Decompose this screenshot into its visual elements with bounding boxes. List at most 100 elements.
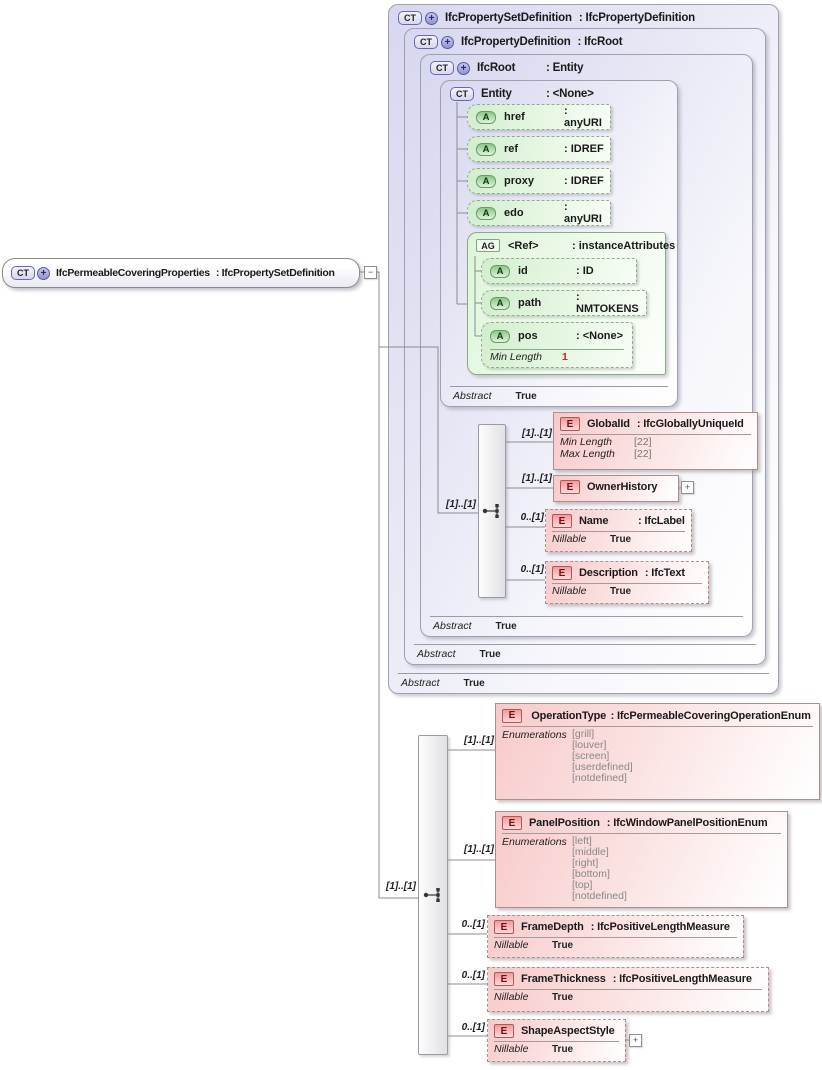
attribute-type: : IDREF xyxy=(564,143,604,155)
enum-value: [louver] xyxy=(572,739,607,751)
element-framethickness[interactable]: E FrameThickness : IfcPositiveLengthMeas… xyxy=(487,967,769,1012)
facet-label: Max Length xyxy=(560,447,615,460)
element-icon: E xyxy=(494,1024,514,1038)
abstract-value: True xyxy=(479,649,501,660)
sequence-icon xyxy=(423,888,440,902)
element-icon: E xyxy=(502,816,522,830)
attribute-pos[interactable]: A pos : <None> Min Length 1 xyxy=(481,322,633,368)
facet-label: Enumerations xyxy=(502,836,567,848)
element-name: ShapeAspectStyle xyxy=(521,1025,615,1037)
expand-toggle-ownerhistory[interactable]: + xyxy=(681,481,694,494)
element-panelposition[interactable]: E PanelPosition : IfcWindowPanelPosition… xyxy=(495,811,788,908)
frame-header-entity[interactable]: CT Entity : <None> xyxy=(450,87,594,101)
derived-type-badge-icon: + xyxy=(441,35,454,49)
enum-value: [right] xyxy=(572,857,599,869)
element-name: Name xyxy=(579,515,609,527)
element-header: E Description : IfcText xyxy=(552,566,702,580)
facet-separator xyxy=(560,434,751,435)
enum-value: [bottom] xyxy=(572,868,610,880)
derived-type-badge-icon: + xyxy=(37,266,50,280)
nillable-facet: Nillable True xyxy=(552,585,702,598)
abstract-label: Abstract xyxy=(417,648,456,660)
element-operationtype[interactable]: E OperationType : IfcPermeableCoveringOp… xyxy=(495,703,820,800)
attribute-icon: A xyxy=(476,110,496,124)
attribute-type: : IDREF xyxy=(564,175,604,187)
attribute-name: edo xyxy=(504,207,524,219)
element-header: E FrameDepth : IfcPositiveLengthMeasure xyxy=(494,920,737,934)
abstract-value: True xyxy=(515,391,537,402)
complex-type-icon: CT xyxy=(430,61,454,75)
enum-value: [middle] xyxy=(572,846,609,858)
frame-base-type: : <None> xyxy=(546,88,594,100)
enumeration-values: [grill] [louver] [screen] [userdefined] … xyxy=(572,729,633,784)
element-icon: E xyxy=(494,920,514,934)
attribute-name: path xyxy=(518,297,542,309)
attribute-icon: A xyxy=(476,142,496,156)
facet-label: Min Length xyxy=(560,436,612,448)
min-length-facet: Min Length 1 xyxy=(490,351,624,364)
attribute-path[interactable]: A path : NMTOKENS xyxy=(481,290,647,316)
frame-base-type: : IfcRoot xyxy=(577,36,623,48)
element-header: E PanelPosition : IfcWindowPanelPosition… xyxy=(502,816,781,830)
frame-header-ifcpropertydefinition[interactable]: CT+ IfcPropertyDefinition : IfcRoot xyxy=(414,35,623,49)
facet-separator xyxy=(490,349,624,350)
element-type: : IfcLabel xyxy=(638,515,685,527)
element-header: E Name : IfcLabel xyxy=(552,514,685,528)
attribute-ref[interactable]: A ref : IDREF xyxy=(467,136,611,162)
facet-label: Nillable xyxy=(494,939,529,951)
attribute-href[interactable]: A href : anyURI xyxy=(467,104,611,130)
facet-separator xyxy=(552,583,702,584)
attribute-edo[interactable]: A edo : anyURI xyxy=(467,200,611,226)
element-name: FrameThickness xyxy=(521,973,606,985)
nillable-facet: Nillable True xyxy=(552,533,685,546)
attribute-name: pos xyxy=(518,330,538,342)
attribute-id[interactable]: A id : ID xyxy=(481,258,637,284)
facet-value: 1 xyxy=(562,351,568,363)
element-type: : IfcGloballyUniqueId xyxy=(636,418,744,430)
element-type: : IfcWindowPanelPositionEnum xyxy=(606,817,768,829)
element-name-ifclabel[interactable]: E Name : IfcLabel Nillable True xyxy=(545,509,692,552)
facet-value: True xyxy=(552,1044,574,1055)
nillable-facet: Nillable True xyxy=(494,939,737,952)
facet-value: True xyxy=(610,586,632,597)
max-length-facet: Max Length [22] xyxy=(560,447,751,461)
element-ownerhistory[interactable]: E OwnerHistory xyxy=(553,475,679,502)
attribute-group-type: : instanceAttributes xyxy=(572,239,676,252)
attribute-name: href xyxy=(504,111,525,123)
cardinality-label: [1]..[1] xyxy=(522,428,552,439)
abstract-label: Abstract xyxy=(433,620,472,632)
abstract-value: True xyxy=(463,678,485,689)
attribute-group-name: <Ref> xyxy=(508,239,539,252)
facet-label: Nillable xyxy=(494,991,529,1003)
cardinality-label: [1]..[1] xyxy=(386,881,416,892)
frame-base-type: : Entity xyxy=(546,62,584,74)
element-type: : IfcText xyxy=(644,567,685,579)
facet-value: True xyxy=(552,940,574,951)
frame-header-ifcroot[interactable]: CT+ IfcRoot : Entity xyxy=(430,61,584,75)
element-globalid[interactable]: E GlobalId : IfcGloballyUniqueId Min Len… xyxy=(553,412,758,470)
element-type: : IfcPositiveLengthMeasure xyxy=(590,921,730,933)
complex-type-icon: CT xyxy=(11,266,35,280)
collapse-toggle-root[interactable]: − xyxy=(364,266,377,279)
element-icon: E xyxy=(560,417,580,431)
abstract-footer: Abstract True xyxy=(450,386,668,403)
element-framedepth[interactable]: E FrameDepth : IfcPositiveLengthMeasure … xyxy=(487,915,744,958)
element-header: E FrameThickness : IfcPositiveLengthMeas… xyxy=(494,972,762,986)
cardinality-label: 0..[1] xyxy=(461,1022,485,1033)
enumerations-facet: Enumerations [left] [middle] [right] [bo… xyxy=(502,836,781,902)
facet-label: Min Length xyxy=(490,351,542,363)
attribute-proxy[interactable]: A proxy : IDREF xyxy=(467,168,611,194)
frame-header-ifcpropertysetdefinition[interactable]: CT+ IfcPropertySetDefinition : IfcProper… xyxy=(398,11,695,25)
root-element-ifcpermeablecoveringproperties[interactable]: CT+ IfcPermeableCoveringProperties : Ifc… xyxy=(2,258,360,288)
abstract-footer: Abstract True xyxy=(414,644,756,661)
attribute-type: : NMTOKENS xyxy=(576,291,639,315)
element-description[interactable]: E Description : IfcText Nillable True xyxy=(545,561,709,604)
attribute-name: id xyxy=(518,265,528,277)
nillable-facet: Nillable True xyxy=(494,1043,619,1056)
attribute-type: : anyURI xyxy=(564,105,602,129)
attribute-group-icon: AG xyxy=(476,239,500,252)
facet-label: Nillable xyxy=(552,533,587,545)
element-shapeaspectstyle[interactable]: E ShapeAspectStyle Nillable True xyxy=(487,1019,626,1062)
expand-toggle-shapeaspectstyle[interactable]: + xyxy=(629,1034,642,1047)
